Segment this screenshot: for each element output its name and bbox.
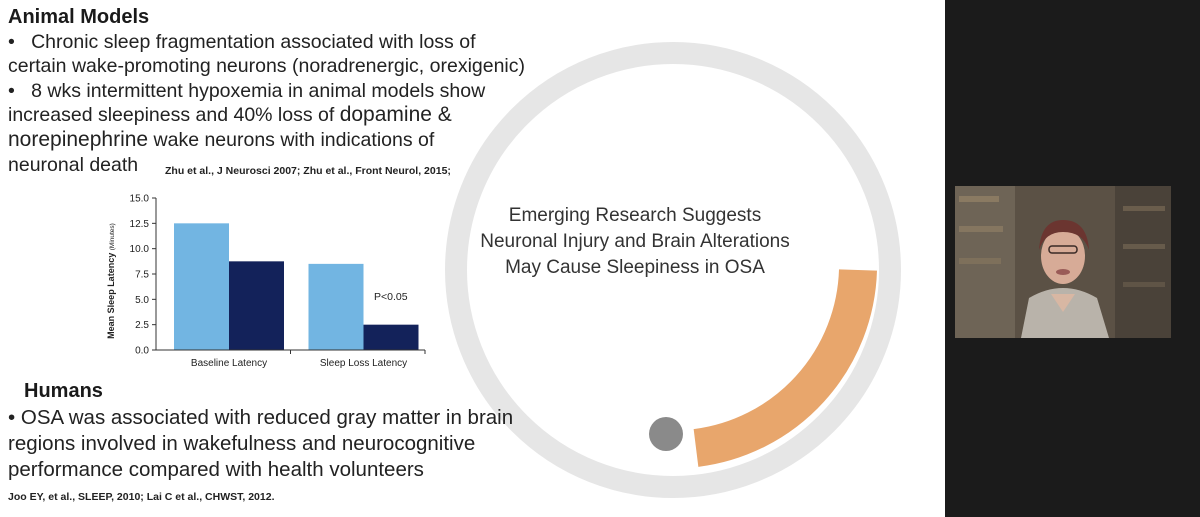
bullet-symbol: • (8, 406, 16, 429)
y-tick-label: 7.5 (135, 270, 149, 281)
animal-bullet-2-text-2a: increased sleepiness and 40% loss of (8, 104, 340, 126)
bar (174, 223, 229, 350)
humans-bullet-line-3: performance compared with health volunte… (8, 458, 424, 481)
gray-dot (649, 417, 683, 451)
humans-bullet-line-1: • OSA was associated with reduced gray m… (8, 406, 513, 430)
bar (229, 261, 284, 350)
y-tick-label: 2.5 (135, 320, 149, 331)
animal-bullet-2-line-1: • 8 wks intermittent hypoxemia in animal… (8, 79, 485, 103)
animal-bullet-2-text-3b: wake neurons with indications of (148, 129, 435, 151)
y-tick-label: 10.0 (130, 244, 150, 255)
animal-models-heading: Animal Models (8, 6, 150, 28)
humans-reference: Joo EY, et al., SLEEP, 2010; Lai C et al… (8, 491, 275, 503)
y-axis-label-unit: (Minutes) (109, 223, 116, 250)
y-tick-label: 0.0 (135, 346, 149, 357)
y-tick-label: 5.0 (135, 295, 149, 306)
speaker-webcam-video (955, 186, 1171, 338)
animal-bullet-2-text-2b: dopamine & (339, 103, 452, 126)
y-tick-label: 15.0 (130, 194, 150, 205)
y-tick-label: 12.5 (130, 219, 150, 230)
bullet-symbol: • (8, 80, 15, 102)
speaker-video-frame (955, 186, 1171, 338)
y-axis-label-main: Mean Sleep Latency (106, 253, 116, 339)
animal-bullet-2-line-2: increased sleepiness and 40% loss of dop… (8, 103, 452, 127)
humans-heading: Humans (24, 380, 103, 402)
animal-reference: Zhu et al., J Neurosci 2007; Zhu et al.,… (165, 165, 451, 177)
animal-bullet-2-line-4: neuronal death (8, 154, 139, 176)
y-axis-label: Mean Sleep Latency (Minutes) (106, 223, 116, 339)
animal-bullet-2-text-1: 8 wks intermittent hypoxemia in animal m… (31, 80, 486, 102)
humans-bullet-text-1: OSA was associated with reduced gray mat… (20, 406, 514, 429)
x-tick-label: Baseline Latency (191, 358, 267, 369)
animal-bullet-2-text-3a: norepinephrine (8, 128, 149, 151)
decorative-circle-graphic (445, 42, 901, 498)
bar (363, 324, 419, 350)
x-tick-label: Sleep Loss Latency (320, 358, 407, 369)
circle-center-text: Emerging Research Suggests Neuronal Inju… (480, 205, 790, 278)
animal-bullet-1-text-1: Chronic sleep fragmentation associated w… (31, 31, 476, 53)
bullet-symbol: • (8, 31, 15, 53)
bar (308, 263, 364, 350)
gray-ring (445, 42, 901, 498)
animal-bullet-1-line-2: certain wake-promoting neurons (noradren… (8, 55, 526, 77)
animal-bullet-1-line-1: • Chronic sleep fragmentation associated… (8, 30, 476, 54)
humans-bullet-line-2: regions involved in wakefulness and neur… (8, 432, 476, 455)
presentation-slide: Animal Models • Chronic sleep fragmentat… (0, 0, 945, 517)
significance-annotation: P<0.05 (374, 291, 408, 303)
orange-arc (693, 269, 877, 467)
animal-bullet-2-line-3: norepinephrine wake neurons with indicat… (8, 128, 434, 152)
